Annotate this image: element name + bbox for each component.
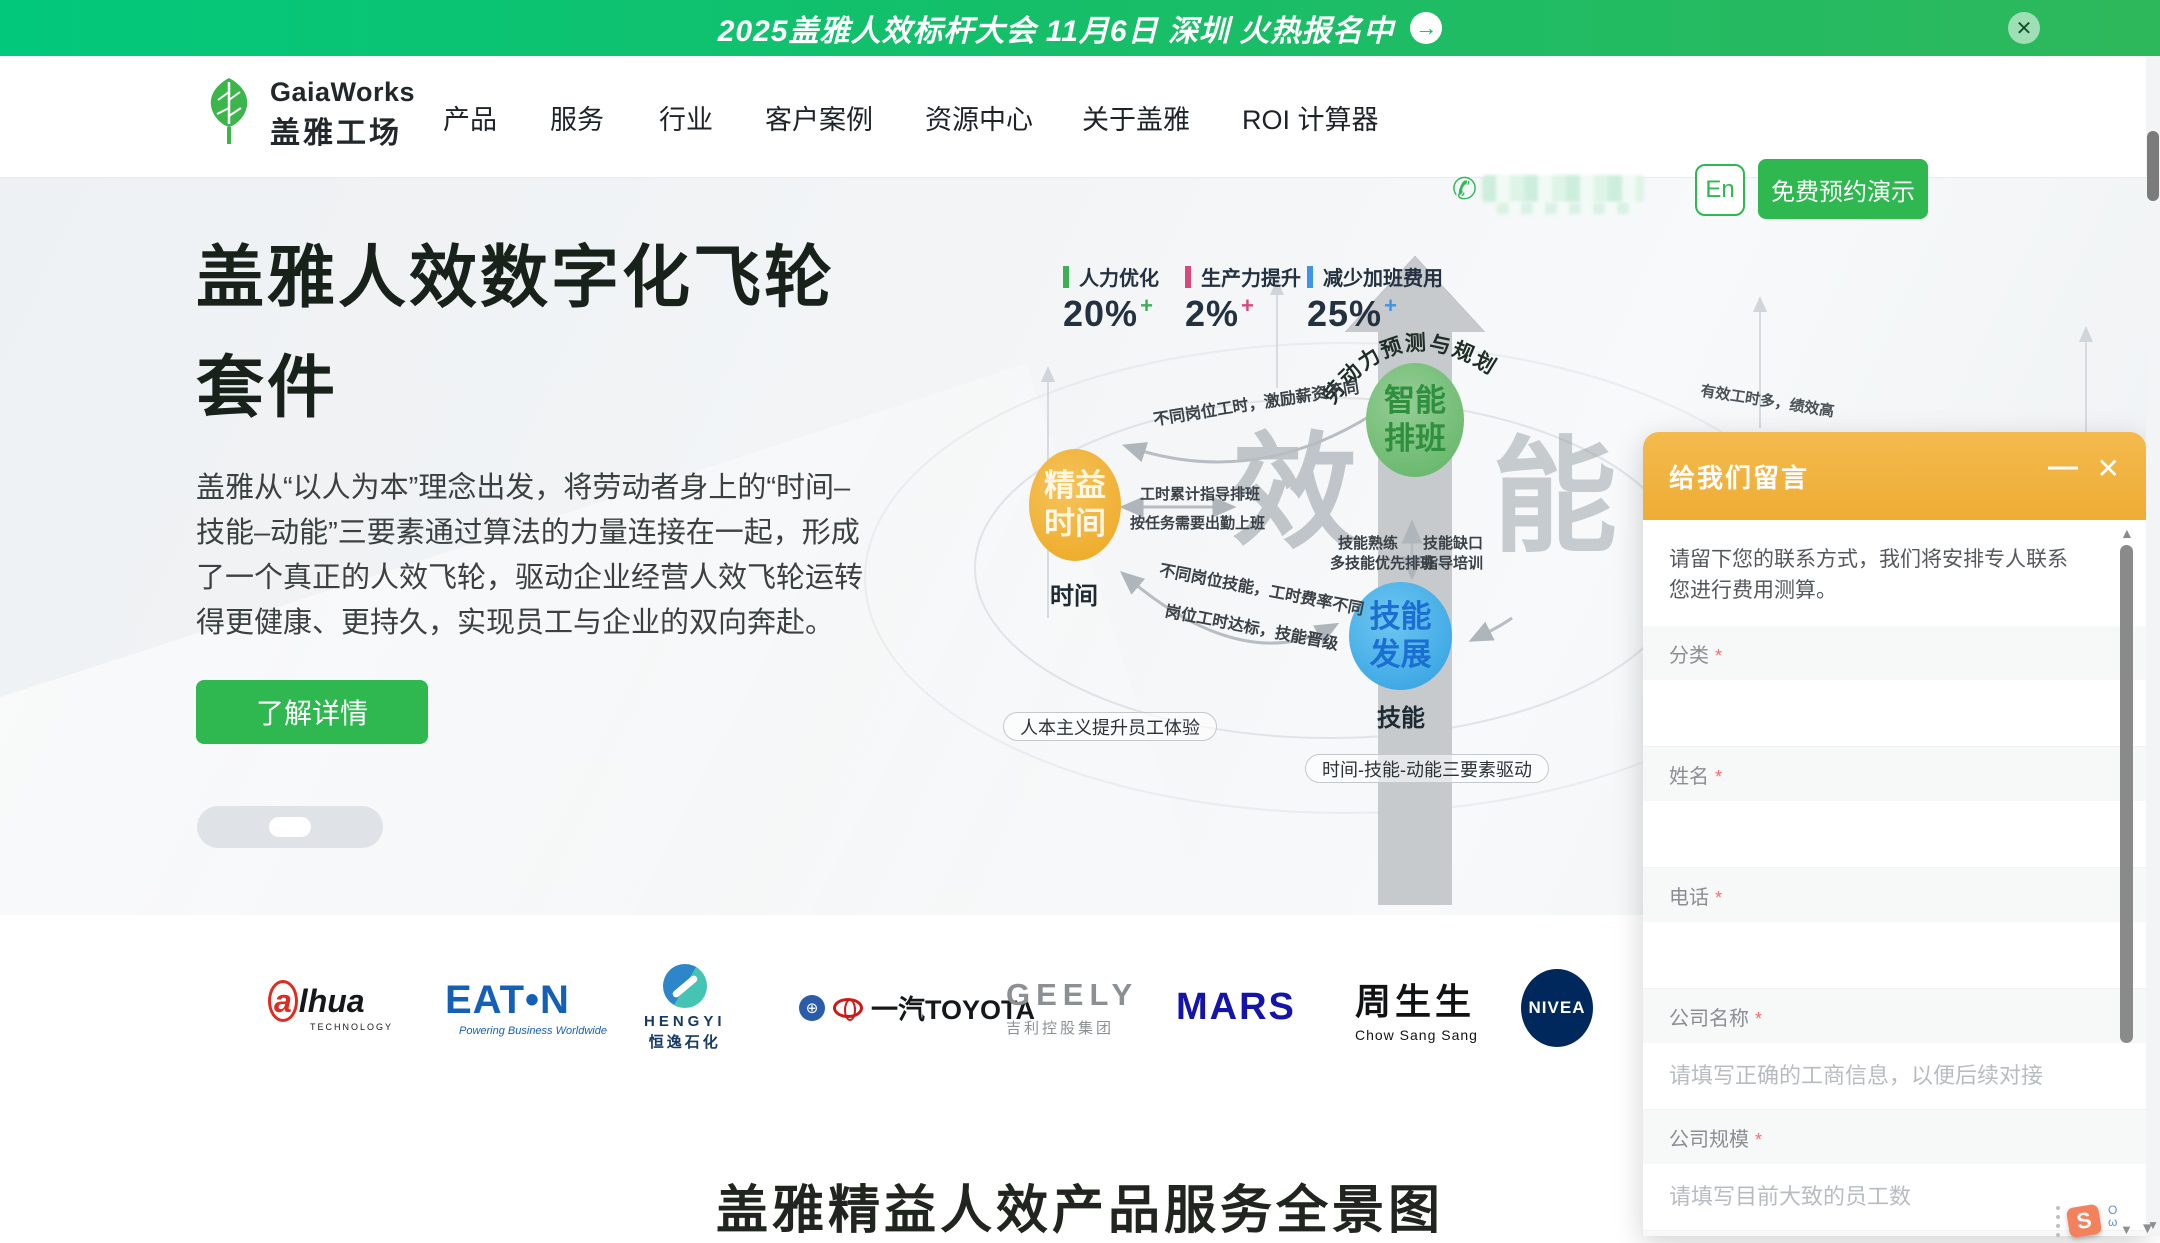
faw-icon: ⊕ — [799, 994, 825, 1021]
stat-productivity: 生产力提升 2%+ — [1185, 262, 1301, 335]
hero-description: 盖雅从“以人为本”理念出发，将劳动者身上的“时间–技能–动能”三要素通过算法的力… — [196, 472, 864, 639]
field-message: 留言内容* — [1643, 1231, 2146, 1236]
widget-s-icon[interactable]: S — [2065, 1203, 2103, 1239]
page-scroll-down-icon[interactable]: ▼ — [2147, 1218, 2159, 1232]
label-attend-by-task: 按任务需要出勤上班 — [1130, 515, 1266, 532]
label-skill-gap: 技能缺口指导培训 — [1422, 535, 1483, 572]
label-hours-guide-scheduling: 工时累计指导排班 — [1140, 486, 1261, 503]
stat-bar-blue — [1307, 265, 1313, 288]
logo-mars: MARS — [1176, 986, 1296, 1028]
top-navigation: GaiaWorks 盖雅工场 产品 服务 行业 客户案例 资源中心 关于盖雅 R… — [0, 56, 2160, 219]
hero-title-line2: 套件 — [196, 350, 339, 426]
phone-icon: ✆ — [1452, 173, 1478, 206]
form-title: 给我们留言 — [1669, 462, 1810, 493]
stat-bar-green — [1063, 265, 1069, 288]
stat-bar-pink — [1185, 265, 1191, 288]
form-intro-text: 请留下您的联系方式，我们将安排专人联系您进行费用测算。 — [1669, 548, 2068, 602]
field-company-name: 公司名称* — [1643, 989, 2146, 1110]
hero-title-line1: 盖雅人效数字化飞轮 — [196, 240, 836, 316]
form-body: 请留下您的联系方式，我们将安排专人联系您进行费用测算。 分类* 姓名* 电话* … — [1643, 520, 2146, 1236]
node-smart-scheduling: 智能排班 — [1366, 363, 1464, 477]
stat-overtime-cost: 减少加班费用 25%+ — [1307, 262, 1443, 335]
field-category: 分类* — [1643, 626, 2146, 747]
dahua-red-a: a — [268, 980, 298, 1022]
learn-more-button[interactable]: 了解详情 — [196, 680, 428, 744]
hengyi-icon — [662, 963, 707, 1008]
page-scrollbar-track[interactable] — [2146, 56, 2160, 1236]
nav-item-resources[interactable]: 资源中心 — [925, 104, 1033, 135]
logo-hengyi: HENGYI 恒逸石化 — [644, 915, 726, 1100]
promo-banner[interactable]: 2025盖雅人效标杆大会 11月6日 深圳 火热报名中 → ✕ — [0, 0, 2160, 56]
leave-message-panel: 给我们留言 — ✕ 请留下您的联系方式，我们将安排专人联系您进行费用测算。 分类… — [1643, 432, 2146, 1236]
carousel-indicator[interactable] — [197, 806, 383, 848]
minimize-icon[interactable]: — — [2048, 450, 2078, 483]
caption-skill: 技能 — [1377, 705, 1425, 732]
close-icon[interactable]: ✕ — [2096, 453, 2120, 484]
nav-item-about[interactable]: 关于盖雅 — [1082, 104, 1190, 135]
logo-faw-toyota: ⊕ 一汽TOYOTA — [799, 915, 1035, 1100]
watermark-xiao: 效 — [1232, 424, 1357, 563]
logo-eaton: EAT•N Powering Business Worldwide — [445, 978, 607, 1037]
widget-collapse-icon-2[interactable]: ▼ — [2140, 1220, 2155, 1237]
widget-drag-handle[interactable] — [2056, 1206, 2060, 1242]
nav-item-services[interactable]: 服务 — [550, 104, 604, 135]
nav-item-roi-calculator[interactable]: ROI 计算器 — [1242, 104, 1379, 135]
nav-item-cases[interactable]: 客户案例 — [765, 104, 873, 135]
pill-three-elements: 时间-技能-动能三要素驱动 — [1305, 754, 1549, 783]
section-title-panorama: 盖雅精益人效产品服务全景图 — [715, 1182, 1444, 1240]
book-demo-button[interactable]: 免费预约演示 — [1758, 159, 1928, 219]
toyota-icon — [833, 997, 863, 1021]
nav-item-industries[interactable]: 行业 — [659, 104, 713, 135]
promo-banner-text: 2025盖雅人效标杆大会 11月6日 深圳 火热报名中 — [717, 15, 1395, 48]
form-scrollbar-thumb[interactable] — [2120, 545, 2133, 1043]
banner-close-icon[interactable]: ✕ — [2008, 12, 2040, 44]
widget-collapse-icon[interactable]: ▼ — [2120, 1222, 2133, 1237]
caption-time: 时间 — [1050, 583, 1098, 610]
category-input[interactable] — [1669, 700, 2069, 726]
phone-input[interactable] — [1669, 942, 2069, 968]
arrow-right-icon[interactable]: → — [1410, 12, 1443, 44]
gaiaworks-logo[interactable]: GaiaWorks 盖雅工场 — [200, 76, 415, 153]
phone-number-blurred — [1482, 175, 1644, 202]
node-lean-time: 精益时间 — [1029, 449, 1121, 561]
name-input[interactable] — [1669, 821, 2069, 847]
field-name: 姓名* — [1643, 747, 2146, 868]
label-skill-proficient: 技能熟练多技能优先排班 — [1330, 535, 1436, 572]
form-scroll-up-icon[interactable]: ▲ — [2120, 525, 2134, 541]
logo-chow-sang-sang: 周生生 Chow Sang Sang — [1355, 980, 1478, 1043]
phone-number-blurred-2 — [1497, 203, 1639, 214]
field-phone: 电话* — [1643, 868, 2146, 989]
company-size-input[interactable] — [1669, 1184, 2069, 1210]
brand-name-cn: 盖雅工场 — [270, 117, 402, 150]
company-name-input[interactable] — [1669, 1063, 2069, 1089]
pill-humanism: 人本主义提升员工体验 — [1003, 712, 1217, 741]
watermark-neng: 能 — [1492, 428, 1617, 567]
logo-geely: GEELY 吉利控股集团 — [1006, 977, 1139, 1037]
language-toggle-button[interactable]: En — [1695, 164, 1745, 216]
nav-item-products[interactable]: 产品 — [443, 104, 497, 135]
page-scrollbar-thumb[interactable] — [2147, 131, 2159, 201]
field-company-size: 公司规模* — [1643, 1110, 2146, 1231]
node-skill-development: 技能发展 — [1349, 582, 1452, 690]
carousel-active-dot — [269, 817, 311, 837]
form-header[interactable]: 给我们留言 — ✕ — [1643, 432, 2146, 520]
stat-labor-optimization: 人力优化 20%+ — [1063, 262, 1159, 335]
logo-nivea: NIVEA — [1521, 915, 1593, 1100]
brand-name-en: GaiaWorks — [270, 77, 416, 107]
tree-icon — [200, 76, 258, 153]
